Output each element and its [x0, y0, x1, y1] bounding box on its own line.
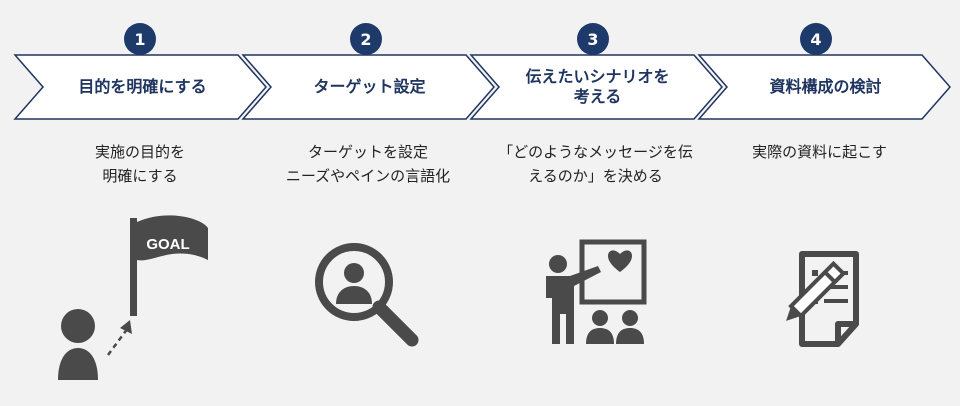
step-3-description-line-2: えるのか」を決める — [528, 167, 663, 185]
step-1-title: 目的を明確にする — [45, 55, 240, 119]
document-edit-icon — [786, 251, 859, 347]
step-1-description-line-2: 明確にする — [102, 167, 178, 185]
step-4-title-line: 資料構成の検討 — [769, 77, 882, 96]
step-2-description-line-2: ニーズやペインの言語化 — [285, 167, 451, 185]
step-3-description: 「どのようなメッセージを伝 えるのか」を決める — [478, 140, 713, 188]
step-4-number: 4 — [800, 23, 832, 55]
step-1-description: 実施の目的を 明確にする — [35, 140, 245, 188]
step-3-title-line-1: 伝えたいシナリオを — [525, 67, 670, 86]
chevron-step-4 — [697, 54, 951, 120]
step-4-description: 実際の資料に起こす — [712, 140, 927, 164]
step-3-title: 伝えたいシナリオを 考える — [500, 55, 695, 119]
step-3-description-line-1: 「どのようなメッセージを伝 — [498, 143, 693, 161]
person-search-icon — [315, 243, 419, 347]
chevron-step-2 — [241, 54, 495, 120]
step-4-description-line-1: 実際の資料に起こす — [752, 143, 887, 161]
goal-flag-icon: GOAL — [58, 215, 208, 380]
step-2-title: ターゲット設定 — [272, 55, 467, 119]
presentation-icon — [546, 239, 647, 344]
step-1-description-line-1: 実施の目的を — [94, 143, 185, 161]
goal-flag-text: GOAL — [146, 236, 189, 253]
step-2-number: 2 — [350, 23, 382, 55]
step-4-title: 資料構成の検討 — [728, 55, 923, 119]
step-1-title-line: 目的を明確にする — [78, 77, 207, 96]
step-2-title-line: ターゲット設定 — [313, 77, 426, 96]
step-2-description: ターゲットを設定 ニーズやペインの言語化 — [253, 140, 483, 188]
step-1-number: 1 — [124, 23, 156, 55]
step-3-title-line-2: 考える — [573, 87, 622, 106]
chevron-step-3 — [469, 54, 723, 120]
step-3-number: 3 — [577, 23, 609, 55]
step-2-description-line-1: ターゲットを設定 — [307, 143, 428, 161]
chevron-row — [13, 54, 951, 120]
chevron-step-1 — [13, 54, 267, 120]
